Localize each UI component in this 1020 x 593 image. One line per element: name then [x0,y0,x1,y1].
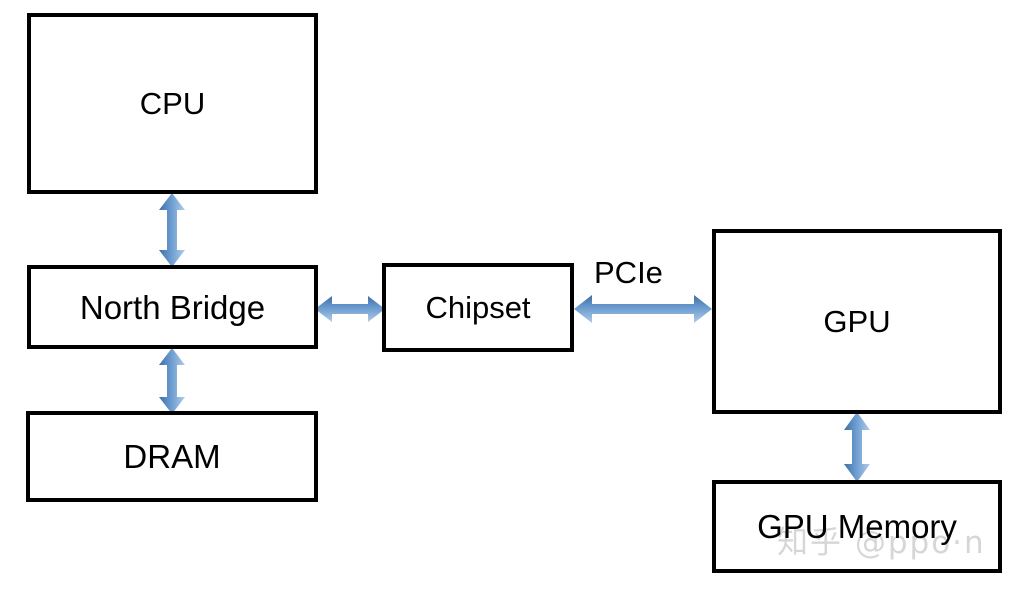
node-gpu-label: GPU [823,304,891,339]
connector-north-bridge-dram [150,347,194,415]
connector-cpu-north-bridge [150,192,194,268]
edge-label-pcie: PCIe [594,255,663,290]
node-gpu-memory[interactable]: GPU Memory [712,480,1002,573]
node-dram[interactable]: DRAM [26,411,318,502]
node-north-bridge[interactable]: North Bridge [27,265,318,349]
connector-gpu-gpu-memory [835,411,879,483]
node-chipset-label: Chipset [425,290,531,325]
node-north-bridge-label: North Bridge [79,288,266,326]
node-cpu-label: CPU [139,86,206,121]
node-gpu-memory-label: GPU Memory [757,508,957,545]
connector-chipset-gpu-pcie [573,288,713,330]
node-chipset[interactable]: Chipset [382,263,574,352]
node-cpu[interactable]: CPU [27,13,318,194]
connector-north-bridge-chipset [314,288,386,330]
node-dram-label: DRAM [123,438,221,475]
node-gpu[interactable]: GPU [712,229,1002,414]
